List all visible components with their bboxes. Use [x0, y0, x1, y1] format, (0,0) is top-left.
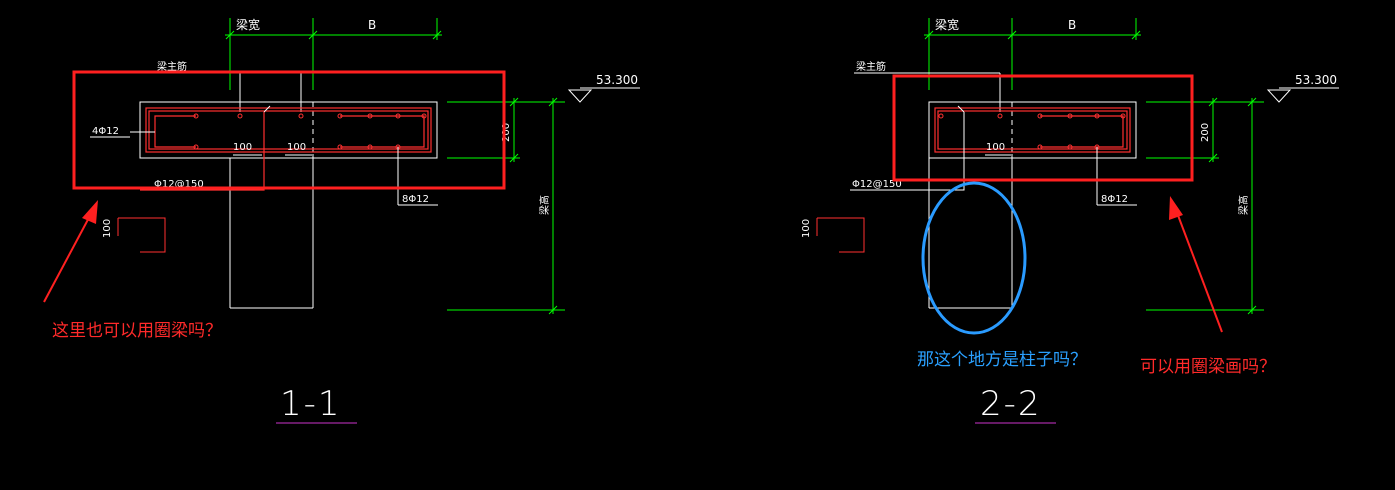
- section-2-dim-beam-width: 梁宽: [935, 17, 959, 32]
- section-1-annotation-text: 这里也可以用圈梁吗？: [52, 321, 222, 341]
- section-2-label-beam-height: 梁高: [1237, 195, 1250, 215]
- section-2-2: 梁宽 B 梁主筋 100 Φ12@150 8Φ12: [801, 17, 1339, 424]
- section-1-side-bar-label: 4Φ12: [92, 126, 119, 137]
- section-2-annotation-red-text: 可以用圈梁画吗？: [1140, 357, 1276, 377]
- section-2-annotation-blue-text: 那这个地方是柱子吗？: [917, 350, 1087, 370]
- section-1-label-beam-height: 梁高: [538, 195, 551, 215]
- section-1-dim-beam-width: 梁宽: [236, 17, 260, 32]
- section-2-main-bar-label: 梁主筋: [856, 60, 886, 73]
- section-1-label-100-b: 100: [287, 142, 306, 153]
- section-2-top-dimensions: [924, 18, 1141, 90]
- section-2-label-100-side: 100: [801, 219, 812, 238]
- section-1-annotation-arrow: [43, 200, 98, 303]
- section-2-bottom-bar-label: 8Φ12: [1101, 194, 1128, 205]
- section-1-concrete-outline: [139, 101, 438, 309]
- section-1-title: 1-1: [280, 384, 342, 424]
- section-2-highlight-ellipse: [921, 181, 1027, 335]
- section-1-highlight-box: [72, 70, 506, 190]
- section-1-label-100-a: 100: [233, 142, 252, 153]
- section-1-elevation-value: 53.300: [596, 73, 638, 87]
- section-1-100-bracket: [118, 217, 166, 253]
- section-2-concrete-outline: [928, 101, 1137, 309]
- section-1-elevation-marker: [567, 87, 640, 103]
- section-1-label-100-side: 100: [102, 219, 113, 238]
- section-2-elevation-value: 53.300: [1295, 73, 1337, 87]
- section-2-right-dimensions: [1146, 97, 1264, 315]
- section-2-stirrups: [934, 107, 1131, 153]
- section-2-rebar-dots: [938, 113, 1126, 150]
- section-1-stirrups: [140, 107, 432, 191]
- section-1-top-dimensions: [225, 18, 442, 90]
- section-2-highlight-box: [892, 74, 1194, 182]
- section-2-label-100-a: 100: [986, 142, 1005, 153]
- section-1-bottom-bar-label: 8Φ12: [402, 194, 429, 205]
- section-1-rebar-dots: [193, 113, 427, 150]
- section-1-stirrup-label: Φ12@150: [154, 179, 204, 190]
- section-1-right-dimensions: [447, 97, 565, 315]
- section-2-label-200: 200: [1200, 123, 1211, 142]
- section-1-label-200: 200: [501, 123, 512, 142]
- section-2-title: 2-2: [980, 384, 1042, 424]
- section-2-elevation-marker: [1266, 87, 1339, 103]
- section-1-dim-b: B: [368, 18, 376, 32]
- section-2-annotation-arrow: [1169, 196, 1223, 333]
- section-2-dim-b: B: [1068, 18, 1076, 32]
- section-1-1: 梁宽 B 梁主筋: [43, 17, 640, 424]
- section-2-stirrup-label: Φ12@150: [852, 179, 902, 190]
- section-2-100-bracket: [817, 217, 865, 253]
- section-1-main-bar-label: 梁主筋: [157, 60, 187, 73]
